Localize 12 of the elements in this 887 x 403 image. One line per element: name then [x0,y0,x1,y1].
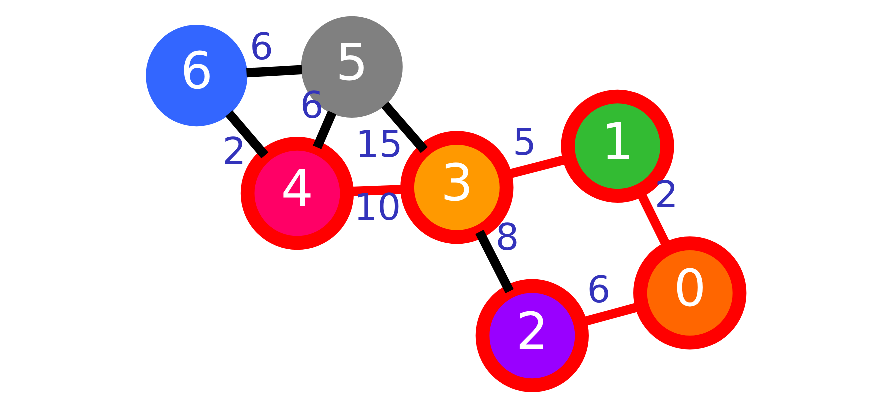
node-circle: 2 [476,279,589,392]
connector [226,110,269,159]
edge-label: 10 [354,186,402,230]
connector [476,230,514,294]
node-circle: 6 [146,24,248,127]
node-circle: 0 [634,236,747,350]
edge-label: 6 [587,268,611,312]
edge-label: 6 [250,25,274,68]
edge-label: 5 [512,121,537,164]
edge-label: 15 [356,123,403,166]
connector [246,65,302,78]
connector [382,102,428,154]
